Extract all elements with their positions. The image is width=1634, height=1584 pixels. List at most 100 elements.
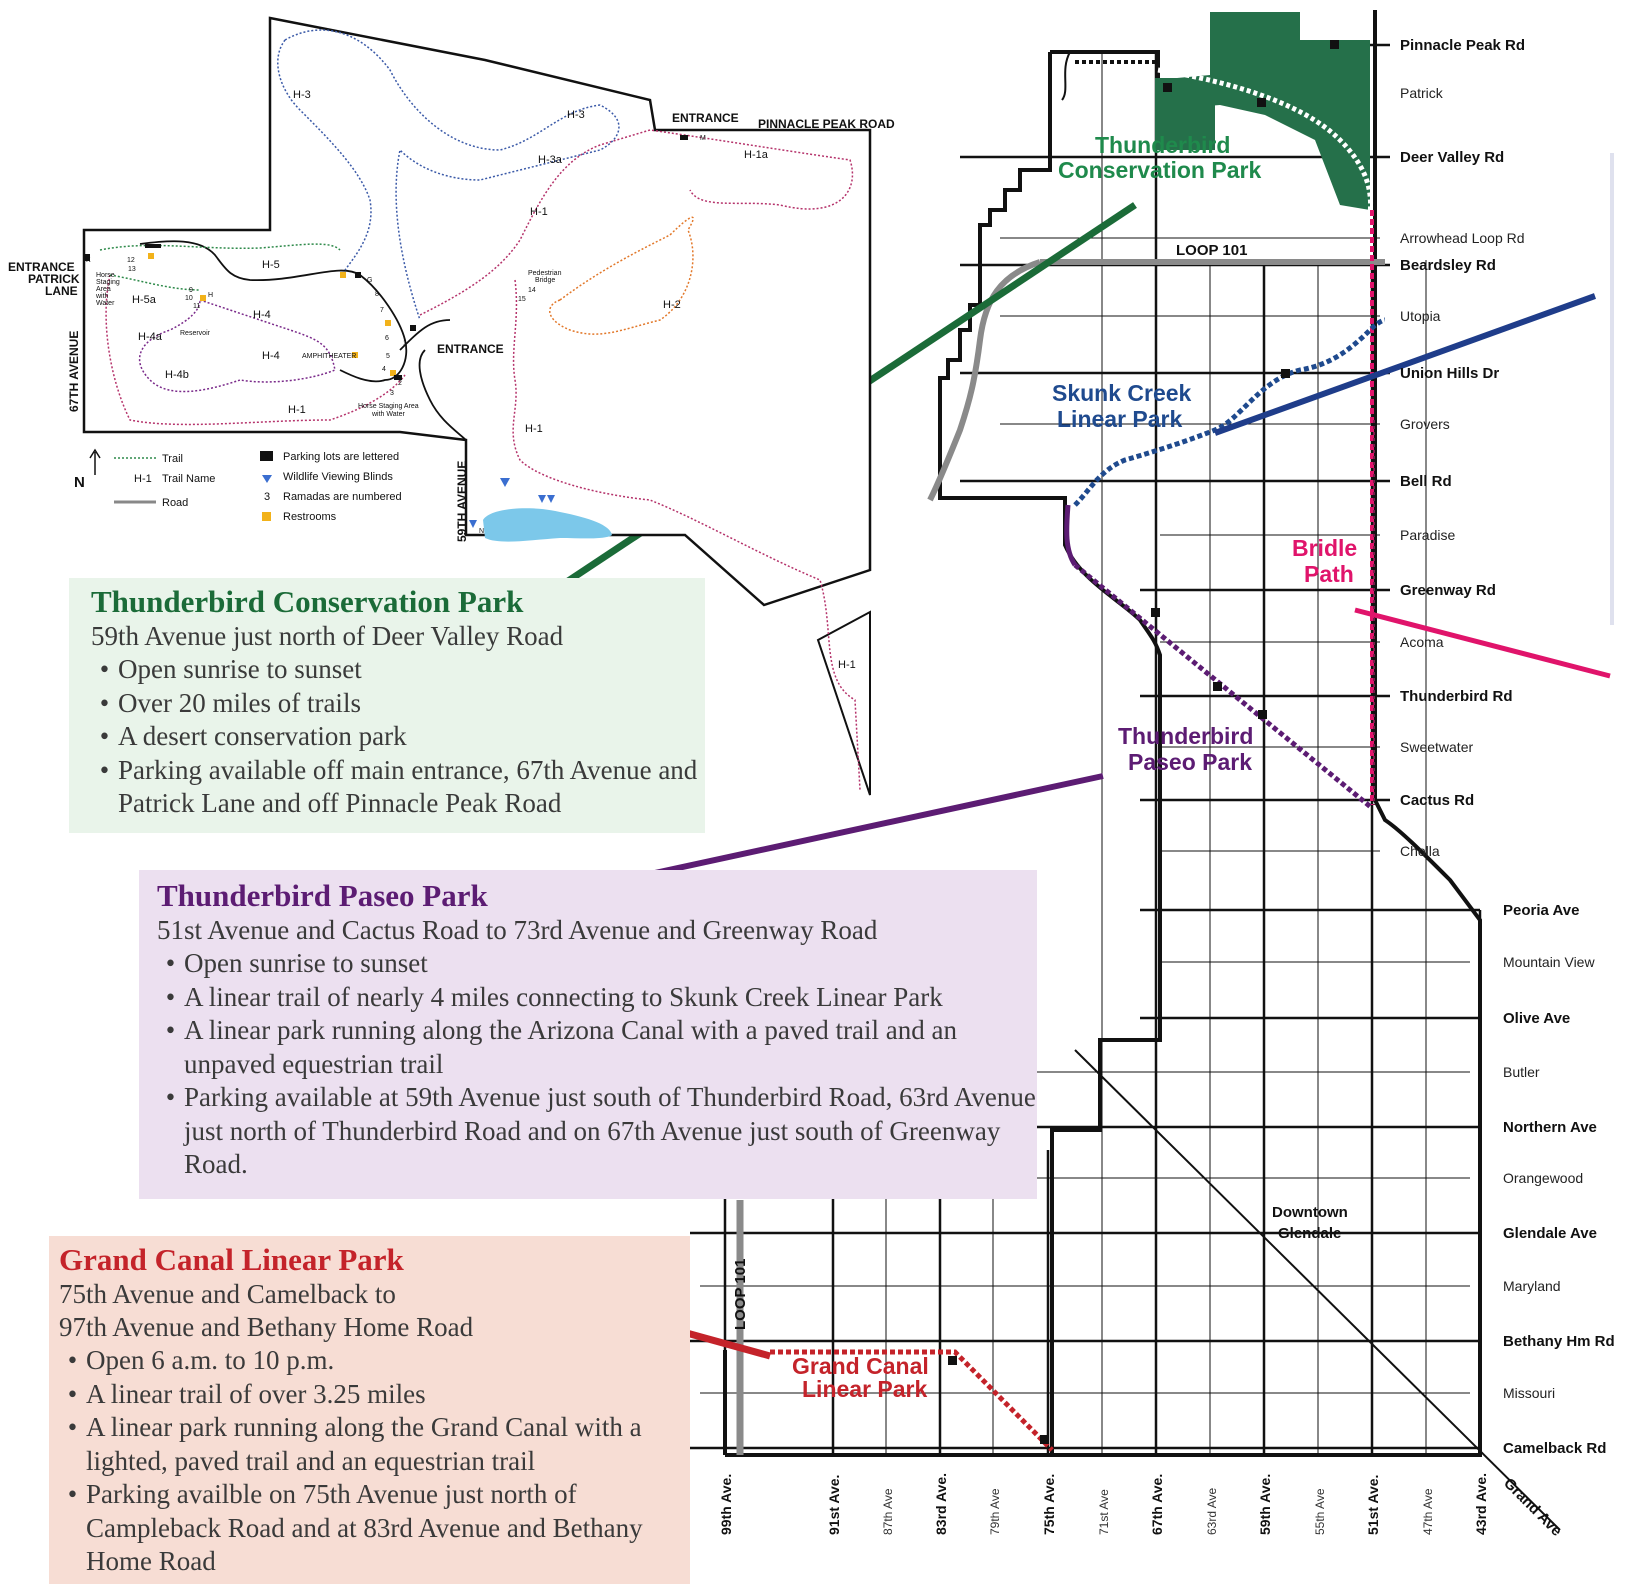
trail-label-h4-north: H-4 xyxy=(253,309,271,321)
leader-skunk xyxy=(1213,293,1597,436)
info-box-thunderbird-paseo-park: Thunderbird Paseo Park 51st Avenue and C… xyxy=(139,870,1037,1199)
road-label: Bell Rd xyxy=(1400,473,1452,490)
road-label: Sweetwater xyxy=(1400,739,1473,755)
road-label: Orangewood xyxy=(1503,1170,1583,1186)
avenue-label: 99th Ave. xyxy=(718,1474,734,1535)
trail-label-h3-west: H-3 xyxy=(293,89,311,101)
inset-pedestrian-2: Bridge xyxy=(535,277,555,284)
legend-parking-symbol: K xyxy=(264,454,269,461)
wildlife-blinds xyxy=(469,478,555,528)
inset-reservoir: Reservoir xyxy=(180,330,211,337)
inset-park-boundary xyxy=(82,16,872,607)
legend-ramada-label: Ramadas are numbered xyxy=(283,491,402,503)
city-boundary xyxy=(938,10,1482,1457)
restroom-markers xyxy=(148,253,396,376)
legend-restroom-icon xyxy=(262,512,271,521)
tpp-title: Thunderbird Paseo Park xyxy=(157,878,488,913)
avenue-label: 83rd Ave. xyxy=(933,1473,949,1535)
parking-letter-h: H xyxy=(208,292,213,299)
inset-horse-staging-1: Horse Staging Area xyxy=(358,403,419,410)
inset-road-main xyxy=(418,349,467,441)
legend-road-label: Road xyxy=(162,497,188,509)
trail-label-h1-south: H-1 xyxy=(525,423,543,435)
gcl-bullet: A linear park running along the Grand Ca… xyxy=(59,1411,690,1478)
ramada-6: 6 xyxy=(385,335,389,342)
paseo-map-label-2: Paseo Park xyxy=(1128,749,1252,775)
road-label: Northern Ave xyxy=(1503,1119,1597,1136)
inset-entrance-east: ENTRANCE xyxy=(437,342,504,356)
avenue-label: 59th Ave. xyxy=(1257,1474,1273,1535)
bridle-map-label-1: Bridle xyxy=(1292,535,1357,561)
avenue-label: 71st Ave xyxy=(1097,1489,1111,1535)
trail-label-h4b: H-4b xyxy=(165,369,189,381)
road-label: Peoria Ave xyxy=(1503,902,1579,919)
trail-h3-west xyxy=(277,39,372,271)
trail-label-h3a: H-3a xyxy=(538,154,563,166)
tpp-bullet: Parking available at 59th Avenue just so… xyxy=(157,1081,1037,1182)
skunk-map-label-1: Skunk Creek xyxy=(1052,380,1192,406)
road-label: Cholla xyxy=(1400,843,1440,859)
trail-h3 xyxy=(284,29,620,321)
road-label: Cactus Rd xyxy=(1400,792,1474,809)
leader-bridle xyxy=(1354,607,1611,679)
avenue-label: 67th Ave. xyxy=(1149,1474,1165,1535)
inset-59th-avenue: 59TH AVENUE xyxy=(455,461,469,542)
legend-parking-icon xyxy=(260,451,273,461)
legend-parking-label: Parking lots are lettered xyxy=(283,451,399,463)
road-label: Glendale Ave xyxy=(1503,1225,1597,1242)
tcp-bullets: Open sunrise to sunset Over 20 miles of … xyxy=(91,653,705,821)
grand-ave-road xyxy=(1074,1049,1561,1531)
avenue-label: 79th Ave xyxy=(988,1488,1002,1535)
inset-road-entrance xyxy=(399,319,451,351)
info-box-grand-canal-linear-park: Grand Canal Linear Park 75th Avenue and … xyxy=(49,1236,690,1584)
legend-wildlife-icon xyxy=(262,475,272,483)
ramada-4: 4 xyxy=(382,366,386,373)
ramada-15: 15 xyxy=(518,296,526,303)
road-label: Paradise xyxy=(1400,527,1455,543)
grand-ave-label: Grand Ave xyxy=(1500,1475,1565,1540)
tpp-bullet: Open sunrise to sunset xyxy=(157,947,1037,981)
gcl-bullet: A linear trail of over 3.25 miles xyxy=(59,1378,690,1412)
road-label: Maryland xyxy=(1503,1278,1561,1294)
gcl-title: Grand Canal Linear Park xyxy=(59,1242,404,1277)
inset-entrance-west-1: ENTRANCE xyxy=(8,260,75,274)
skunk-creek-trail xyxy=(1073,317,1386,507)
canal-map-label-2: Linear Park xyxy=(802,1376,927,1402)
legend-wildlife-label: Wildlife Viewing Blinds xyxy=(283,471,393,483)
ramada-5: 5 xyxy=(386,353,390,360)
gcl-bullet: Parking availble on 75th Avenue just nor… xyxy=(59,1478,690,1579)
inset-entrance-west-2: PATRICK xyxy=(28,272,80,286)
road-label: Pinnacle Peak Rd xyxy=(1400,37,1525,54)
inset-pinnacle-peak-road: PINNACLE PEAK ROAD xyxy=(758,117,895,131)
gcl-bullets: Open 6 a.m. to 10 p.m. A linear trail of… xyxy=(59,1344,690,1579)
tpp-bullet: A linear trail of nearly 4 miles connect… xyxy=(157,981,1037,1015)
road-label: Thunderbird Rd xyxy=(1400,688,1513,705)
trail-label-h1-west: H-1 xyxy=(288,404,306,416)
inset-parking-markers xyxy=(83,135,688,380)
loop-101-top-label: LOOP 101 xyxy=(1176,242,1247,259)
street-grid xyxy=(690,43,1482,1455)
road-label: Deer Valley Rd xyxy=(1400,149,1504,166)
gcl-location-2: 97th Avenue and Bethany Home Road xyxy=(59,1312,474,1342)
trail-label-h2: H-2 xyxy=(663,299,681,311)
ramada-13: 13 xyxy=(128,266,136,273)
inset-legend: Trail H-1 Trail Name Road K Parking lots… xyxy=(114,451,402,523)
trail-label-h5a: H-5a xyxy=(132,294,157,306)
bridle-map-label-2: Path xyxy=(1304,561,1354,587)
loop-101-side-label: LOOP 101 xyxy=(732,1259,749,1330)
parking-letter-k: K xyxy=(86,257,91,264)
avenue-label: 63rd Ave xyxy=(1205,1488,1219,1535)
reservoir xyxy=(483,508,612,542)
ramada-1: 1 xyxy=(403,340,407,347)
ramada-7: 7 xyxy=(380,307,384,314)
ramada-9: 9 xyxy=(189,287,193,294)
avenue-label: 91st Ave. xyxy=(826,1475,842,1535)
trail-h1 xyxy=(419,129,854,316)
inset-entrance-north: ENTRANCE xyxy=(672,111,739,125)
road-label: Patrick xyxy=(1400,85,1444,101)
inset-hs-west-4: with xyxy=(95,293,109,300)
road-label: Grovers xyxy=(1400,416,1450,432)
avenue-label: 47th Ave xyxy=(1421,1488,1435,1535)
downtown-label-2: Glendale xyxy=(1278,1225,1341,1242)
